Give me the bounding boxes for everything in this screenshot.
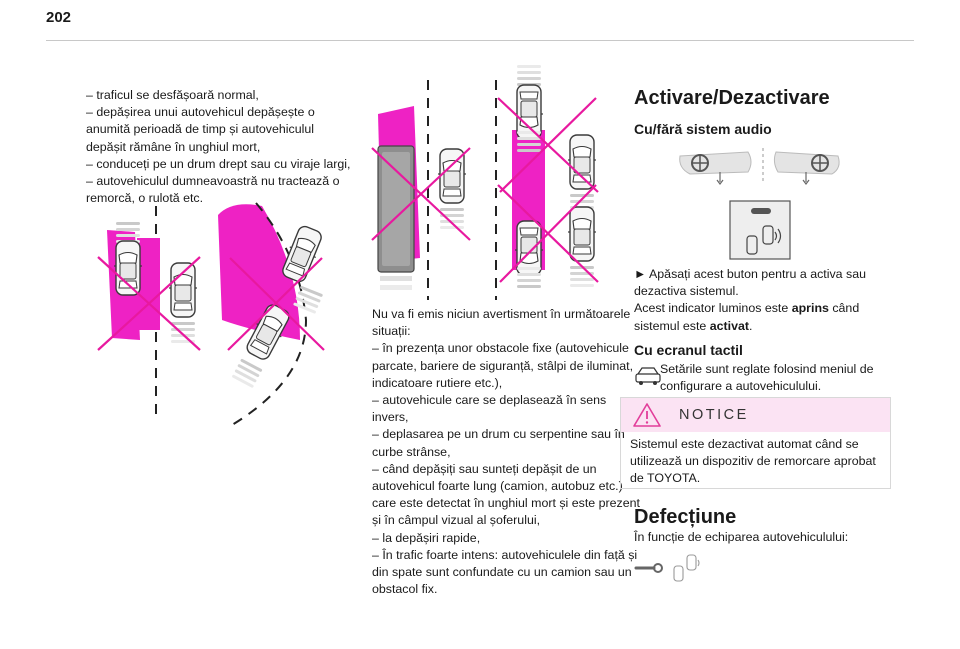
text-line: – În trafic foarte intens: autovehiculel… [372, 547, 638, 562]
audio-instructions: ► Apăsați acest buton pentru a activa sa… [634, 266, 894, 335]
notice-title: NOTICE [679, 407, 749, 423]
text-line: ► Apăsați acest buton pentru a activa sa… [634, 267, 866, 281]
text-line: – autovehiculul dumneavoastră nu tractea… [86, 174, 340, 189]
text-line: – depășirea unui autovehicul depășește o [86, 105, 315, 120]
section-heading-defect: Defecțiune [634, 506, 737, 528]
text-line: de TOYOTA. [630, 471, 701, 486]
notice-header: NOTICE [621, 398, 890, 432]
text-line: curbe strânse, [372, 444, 451, 459]
text-line: dezactiva sistemul. [634, 284, 739, 299]
text-line: indicatoare rutiere etc.), [372, 375, 503, 390]
text-line: Acest indicator luminos este aprins când [634, 300, 894, 317]
text-line: obstacol fix. [372, 582, 438, 597]
text-line: remorcă, o rulotă etc. [86, 191, 204, 206]
text-line: care este detectat în unghiul mort și es… [372, 496, 640, 511]
subheading-audio: Cu/fără sistem audio [634, 121, 772, 137]
text-line: utilizează un dispozitiv de remorcare ap… [630, 454, 876, 469]
text-line: Sistemul este dezactivat automat când se [630, 437, 859, 451]
text-line: configurare a autovehiculului. [660, 379, 822, 394]
text-line: invers, [372, 410, 409, 425]
text-fragment: . [749, 318, 753, 333]
text-emphasis: aprins [791, 301, 829, 316]
text-line: – autovehicule care se deplasează în sen… [372, 393, 607, 408]
text-line: – deplasarea pe un drum cu serpentine sa… [372, 427, 625, 442]
column1-text: – traficul se desfășoară normal, – depăș… [86, 87, 356, 207]
text-line: – traficul se desfășoară normal, [86, 88, 259, 102]
text-line: și în câmpul vizual al șoferului, [372, 513, 541, 528]
notice-body: Sistemul este dezactivat automat când se… [630, 436, 885, 488]
text-fragment: sistemul este [634, 318, 710, 333]
text-line: situații: [372, 324, 411, 339]
text-line: Nu va fi emis niciun avertisment în urmă… [372, 307, 631, 321]
text-emphasis: activat [709, 318, 750, 333]
text-line: Setările sunt reglate folosind meniul de [660, 362, 874, 376]
notice-box: NOTICE Sistemul este dezactivat automat … [620, 397, 891, 489]
subheading-touchscreen: Cu ecranul tactil [634, 342, 743, 358]
text-fragment: când [828, 301, 860, 316]
column2-text: Nu va fi emis niciun avertisment în urmă… [372, 306, 640, 598]
section-heading-activation: Activare/Dezactivare [634, 87, 830, 109]
text-line: depășit rămâne în unghiul mort, [86, 139, 261, 154]
defect-text: În funcție de echiparea autovehiculului: [634, 530, 849, 544]
warning-triangle-icon [633, 403, 661, 427]
text-line: – conduceți pe un drum drept sau cu vira… [86, 156, 351, 171]
text-line: sistemul este activat. [634, 318, 894, 335]
text-line: – când depășiți sau sunteți depășit de u… [372, 461, 597, 476]
text-line: – în prezența unor obstacole fixe (autov… [372, 341, 629, 356]
text-line: – la depășiri rapide, [372, 530, 481, 545]
text-line: parcate, bariere de siguranță, stâlpi de… [372, 358, 634, 373]
text-line: autovehicul foarte lung (camion, autobuz… [372, 479, 623, 494]
touchscreen-text: Setările sunt reglate folosind meniul de… [660, 361, 900, 395]
text-line: anumită perioadă de timp și autovehiculu… [86, 122, 314, 137]
page-number: 202 [46, 9, 72, 26]
text-fragment: Acest indicator luminos este [634, 301, 792, 316]
text-line: din spate sunt confundate cu un camion s… [372, 565, 632, 580]
header-divider [46, 40, 914, 41]
